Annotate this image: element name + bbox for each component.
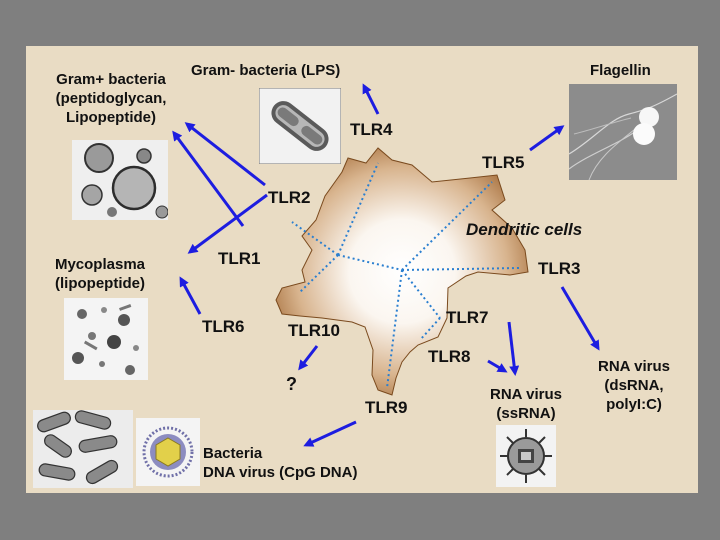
arrow-tlr4-gram-neg xyxy=(362,83,380,115)
gram-positive-bacteria-image xyxy=(72,140,168,220)
rna-virus-image xyxy=(496,425,556,487)
mycoplasma-image xyxy=(64,298,148,380)
arrows xyxy=(172,83,600,447)
arrow-tlr7-rna-ss xyxy=(507,321,520,376)
dendritic-cells-label: Dendritic cells xyxy=(466,220,583,239)
gram-negative-bacteria-image xyxy=(259,88,341,164)
tlr4-label: TLR4 xyxy=(350,120,393,139)
tlr3-label: TLR3 xyxy=(538,259,581,278)
unknown-ligand-label: ? xyxy=(286,374,297,394)
dendrite-lines xyxy=(291,162,521,389)
mycoplasma-label: Mycoplasma (lipopeptide) xyxy=(54,256,146,292)
arrow-tlr6-mycoplasma xyxy=(179,276,202,315)
tlr6-label: TLR6 xyxy=(202,317,245,336)
arrow-tlr8-rna-ss xyxy=(487,359,508,373)
bacteria-rods-image xyxy=(33,410,133,488)
flagellin-label: Flagellin xyxy=(590,62,651,79)
tlr1-label: TLR1 xyxy=(218,249,261,268)
arrow-tlr2-mycoplasma xyxy=(187,193,268,254)
tlr9-label: TLR9 xyxy=(365,398,408,417)
rna-virus-ssrna-label: RNA virus (ssRNA) xyxy=(490,386,562,422)
flagellin-image xyxy=(569,84,677,180)
arrow-tlr10-unknown xyxy=(298,345,319,371)
tlr10-label: TLR10 xyxy=(288,321,340,340)
arrow-tlr2-gram-pos xyxy=(184,122,266,187)
tlr7-label: TLR7 xyxy=(446,308,489,327)
tlr2-label: TLR2 xyxy=(268,188,311,207)
rna-virus-dsrna-label: RNA virus (dsRNA, polyI:C) xyxy=(598,358,670,413)
arrow-tlr3-rna-ds xyxy=(560,286,600,351)
arrow-tlr9-bacteria-dna xyxy=(303,420,357,447)
tlr5-label: TLR5 xyxy=(482,153,525,172)
arrow-tlr5-flagellin xyxy=(529,125,565,152)
tlr8-label: TLR8 xyxy=(428,347,471,366)
gram-negative-label: Gram- bacteria (LPS) xyxy=(191,62,341,79)
dna-virus-image xyxy=(136,418,200,486)
bacteria-dna-virus-label: Bacteria DNA virus (CpG DNA) xyxy=(203,445,358,481)
arrow-tlr1-gram-pos xyxy=(172,130,245,227)
gram-positive-label: Gram+ bacteria (peptidoglycan, Lipopepti… xyxy=(55,71,167,126)
